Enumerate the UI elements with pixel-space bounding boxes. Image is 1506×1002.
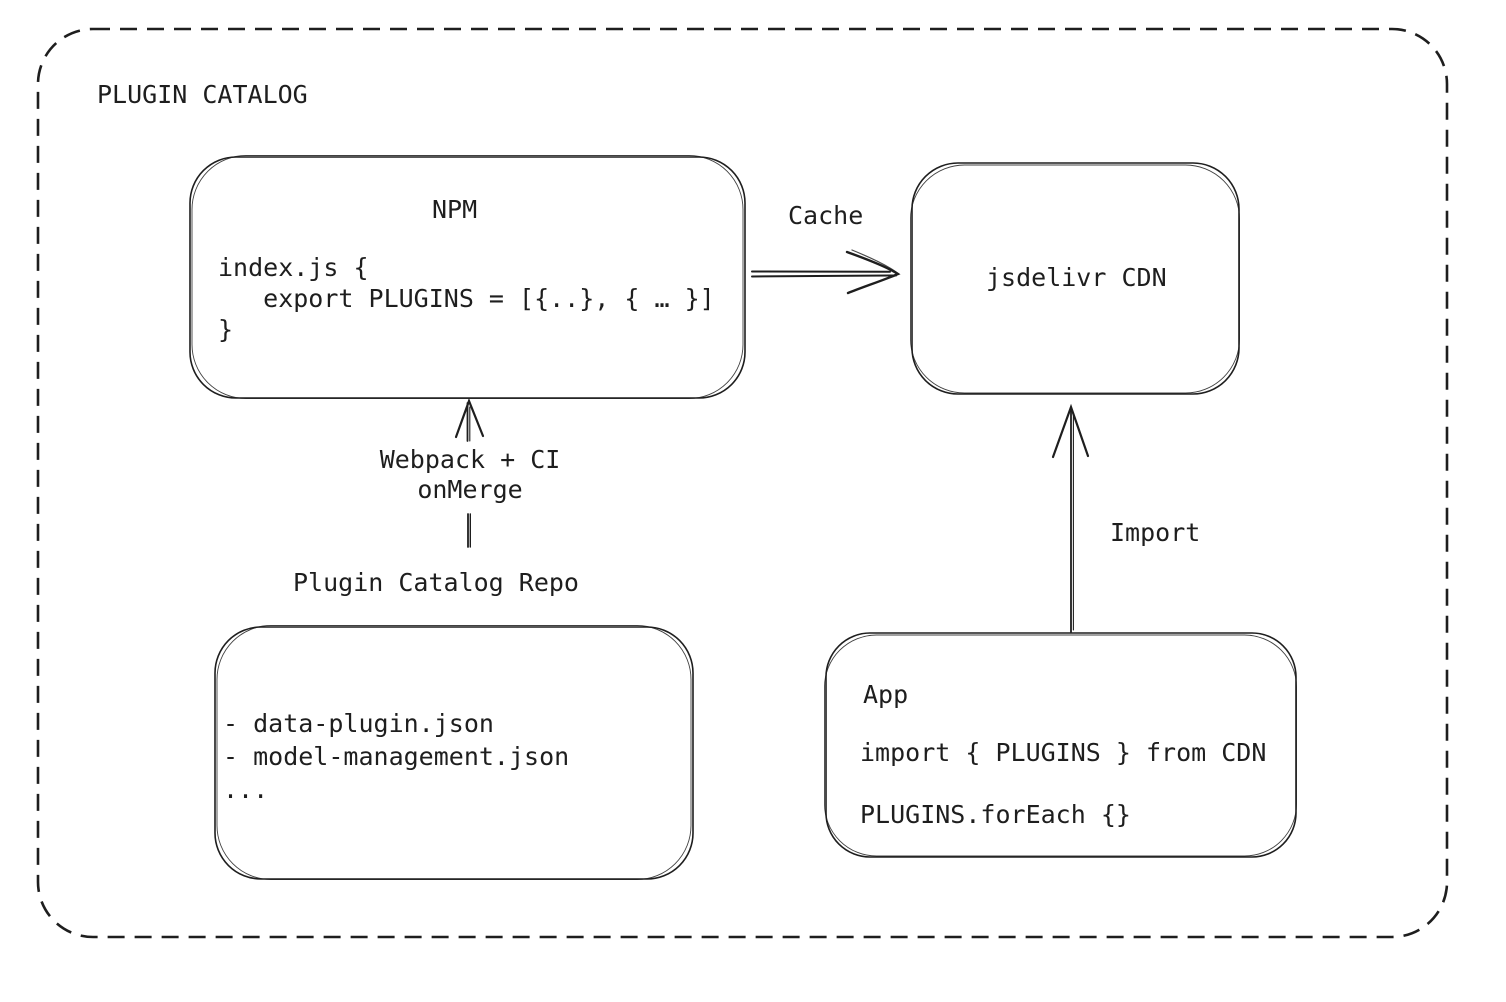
npm-box-title: NPM: [432, 195, 478, 224]
app-code-foreach: PLUGINS.forEach {}: [860, 800, 1131, 829]
repo-box-label: Plugin Catalog Repo: [293, 568, 579, 597]
import-arrow-label: Import: [1110, 518, 1201, 547]
app-code-import: import { PLUGINS } from CDN: [860, 738, 1267, 767]
build-arrow-label: Webpack + CI onMerge: [370, 445, 570, 505]
plugin-catalog-boundary: [36, 27, 1449, 939]
repo-files-list: - data-plugin.json - model-management.js…: [223, 709, 570, 804]
repo-box: [214, 625, 694, 880]
npm-code: index.js { export PLUGINS = [{..}, { … }…: [218, 253, 715, 344]
cdn-box-label: jsdelivr CDN: [986, 263, 1167, 292]
diagram-title: PLUGIN CATALOG: [97, 80, 308, 109]
app-box: [824, 632, 1297, 858]
cache-arrow: [751, 249, 901, 295]
cdn-box: [910, 162, 1240, 395]
import-arrow: [1051, 403, 1090, 633]
cache-arrow-label: Cache: [788, 201, 864, 230]
npm-box: [189, 155, 746, 399]
app-box-title: App: [863, 680, 909, 709]
build-arrow: [454, 397, 485, 548]
